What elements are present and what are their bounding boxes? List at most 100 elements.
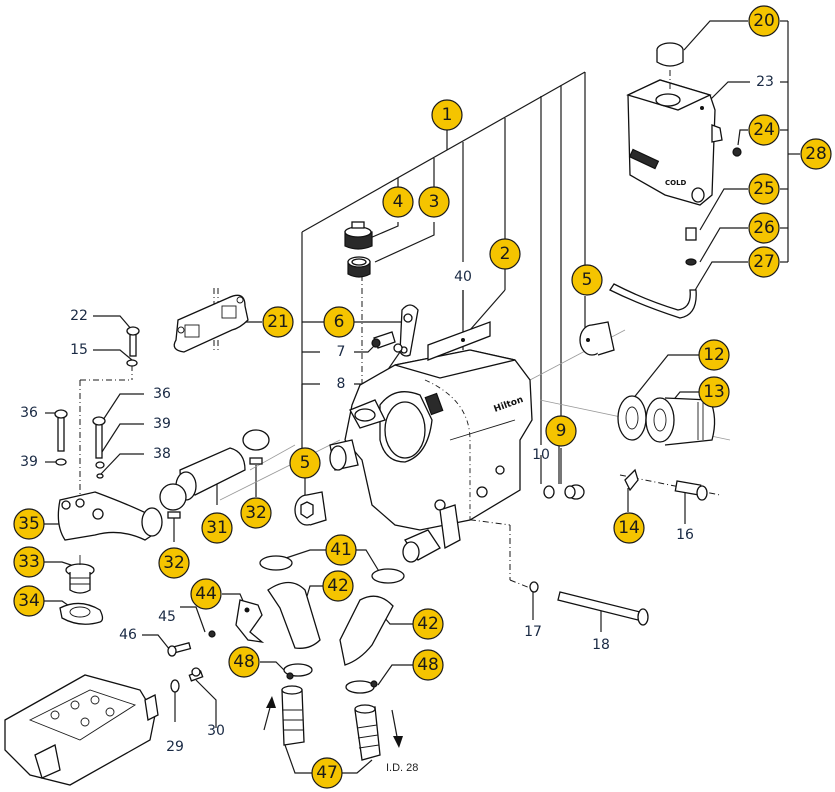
arrow-down-icon <box>393 736 403 748</box>
svg-text:31: 31 <box>206 518 228 538</box>
inner-diameter-note: I.D. 28 <box>386 762 418 774</box>
expansion-tank-23: COLD <box>626 79 723 206</box>
callout-6[interactable]: 6 <box>323 306 355 338</box>
plain-labels: 7 8 10 15 16 17 18 22 23 29 30 36 36 38 … <box>20 74 774 774</box>
label-15[interactable]: 15 <box>70 342 88 358</box>
label-36-left[interactable]: 36 <box>20 405 38 421</box>
callout-33[interactable]: 33 <box>13 546 45 578</box>
callout-12[interactable]: 12 <box>698 339 730 371</box>
gasket-34 <box>59 602 104 625</box>
elbow-35-and-hardware <box>54 326 163 541</box>
svg-text:12: 12 <box>703 345 725 365</box>
label-30[interactable]: 30 <box>207 723 225 739</box>
label-36-right[interactable]: 36 <box>153 386 171 402</box>
tank-fittings-24-25-26-27 <box>609 147 742 319</box>
svg-text:5: 5 <box>300 453 311 473</box>
svg-text:27: 27 <box>753 252 775 272</box>
label-40[interactable]: 40 <box>454 269 472 285</box>
callout-32-right[interactable]: 32 <box>240 497 272 529</box>
callout-32-left[interactable]: 32 <box>158 547 190 579</box>
bracket-44-nut-45-bolt-46 <box>167 599 265 657</box>
svg-text:COLD: COLD <box>665 179 687 187</box>
svg-text:35: 35 <box>18 514 40 534</box>
label-39-right[interactable]: 39 <box>153 416 171 432</box>
label-22[interactable]: 22 <box>70 308 88 324</box>
gasket-plate-40 <box>427 321 491 361</box>
label-45[interactable]: 45 <box>158 609 176 625</box>
label-18[interactable]: 18 <box>592 637 610 653</box>
callout-31[interactable]: 31 <box>201 512 233 544</box>
callout-42-left[interactable]: 42 <box>322 570 354 602</box>
callout-35[interactable]: 35 <box>13 508 45 540</box>
svg-text:13: 13 <box>703 382 725 402</box>
gasket-21 <box>173 294 249 353</box>
svg-text:25: 25 <box>753 179 775 199</box>
svg-text:32: 32 <box>163 553 185 573</box>
callout-5-right[interactable]: 5 <box>571 264 603 296</box>
label-23[interactable]: 23 <box>756 74 774 90</box>
label-17[interactable]: 17 <box>524 624 542 640</box>
label-16[interactable]: 16 <box>676 527 694 543</box>
svg-text:42: 42 <box>417 614 439 634</box>
callout-13[interactable]: 13 <box>698 376 730 408</box>
callout-48-right[interactable]: 48 <box>412 649 444 681</box>
callout-41[interactable]: 41 <box>325 534 357 566</box>
arrow-up-icon <box>266 696 276 708</box>
svg-text:21: 21 <box>267 312 289 332</box>
callouts: 1 2 3 4 5 5 6 9 12 13 14 20 21 24 25 26 … <box>13 5 832 789</box>
callout-26[interactable]: 26 <box>748 212 780 244</box>
label-7[interactable]: 7 <box>337 344 346 360</box>
bolt-30-washer-29 <box>170 667 204 693</box>
hose-connectors-47 <box>281 685 381 761</box>
svg-text:3: 3 <box>429 192 440 212</box>
filler-cap-assembly <box>344 221 373 278</box>
label-39-left[interactable]: 39 <box>20 454 38 470</box>
clip-14-screw-16-bolt-18-washer-17 <box>529 468 708 626</box>
label-46[interactable]: 46 <box>119 627 137 643</box>
callout-21[interactable]: 21 <box>262 306 294 338</box>
svg-text:44: 44 <box>195 584 217 604</box>
callout-9[interactable]: 9 <box>545 415 577 447</box>
label-8[interactable]: 8 <box>337 376 346 392</box>
hoses-42-clamps-41-48 <box>259 555 405 694</box>
flow-arrows <box>263 696 403 748</box>
svg-text:42: 42 <box>327 576 349 596</box>
label-38[interactable]: 38 <box>153 446 171 462</box>
svg-text:41: 41 <box>330 540 352 560</box>
callout-44[interactable]: 44 <box>190 578 222 610</box>
callout-20[interactable]: 20 <box>748 5 780 37</box>
callout-1[interactable]: 1 <box>431 99 463 131</box>
plug-5-left <box>294 491 327 526</box>
callout-4[interactable]: 4 <box>382 186 414 218</box>
callout-27[interactable]: 27 <box>748 246 780 278</box>
callout-5-left[interactable]: 5 <box>289 447 321 479</box>
svg-text:28: 28 <box>805 144 827 164</box>
callout-24[interactable]: 24 <box>748 114 780 146</box>
plug-5-right <box>579 321 615 356</box>
callout-42-right[interactable]: 42 <box>412 608 444 640</box>
svg-text:1: 1 <box>442 105 453 125</box>
callout-47[interactable]: 47 <box>311 757 343 789</box>
callout-34[interactable]: 34 <box>13 585 45 617</box>
label-29[interactable]: 29 <box>166 739 184 755</box>
svg-text:6: 6 <box>334 312 345 332</box>
callout-25[interactable]: 25 <box>748 173 780 205</box>
callout-48-left[interactable]: 48 <box>228 646 260 678</box>
svg-text:20: 20 <box>753 11 775 31</box>
zinc-anode-12-13 <box>617 395 716 446</box>
callout-14[interactable]: 14 <box>613 512 645 544</box>
pipe-31-with-clamps-32 <box>159 429 270 519</box>
svg-text:48: 48 <box>233 652 255 672</box>
callout-28[interactable]: 28 <box>800 138 832 170</box>
tank-cap-20 <box>656 42 684 92</box>
cylinder-head <box>4 674 159 786</box>
svg-text:34: 34 <box>18 591 40 611</box>
callout-3[interactable]: 3 <box>418 186 450 218</box>
svg-text:48: 48 <box>417 655 439 675</box>
svg-text:47: 47 <box>316 763 338 783</box>
thermostat-33 <box>65 555 95 594</box>
callout-2[interactable]: 2 <box>489 238 521 270</box>
bracket-6-screw-7-washer-8 <box>371 304 419 357</box>
label-10[interactable]: 10 <box>532 447 550 463</box>
